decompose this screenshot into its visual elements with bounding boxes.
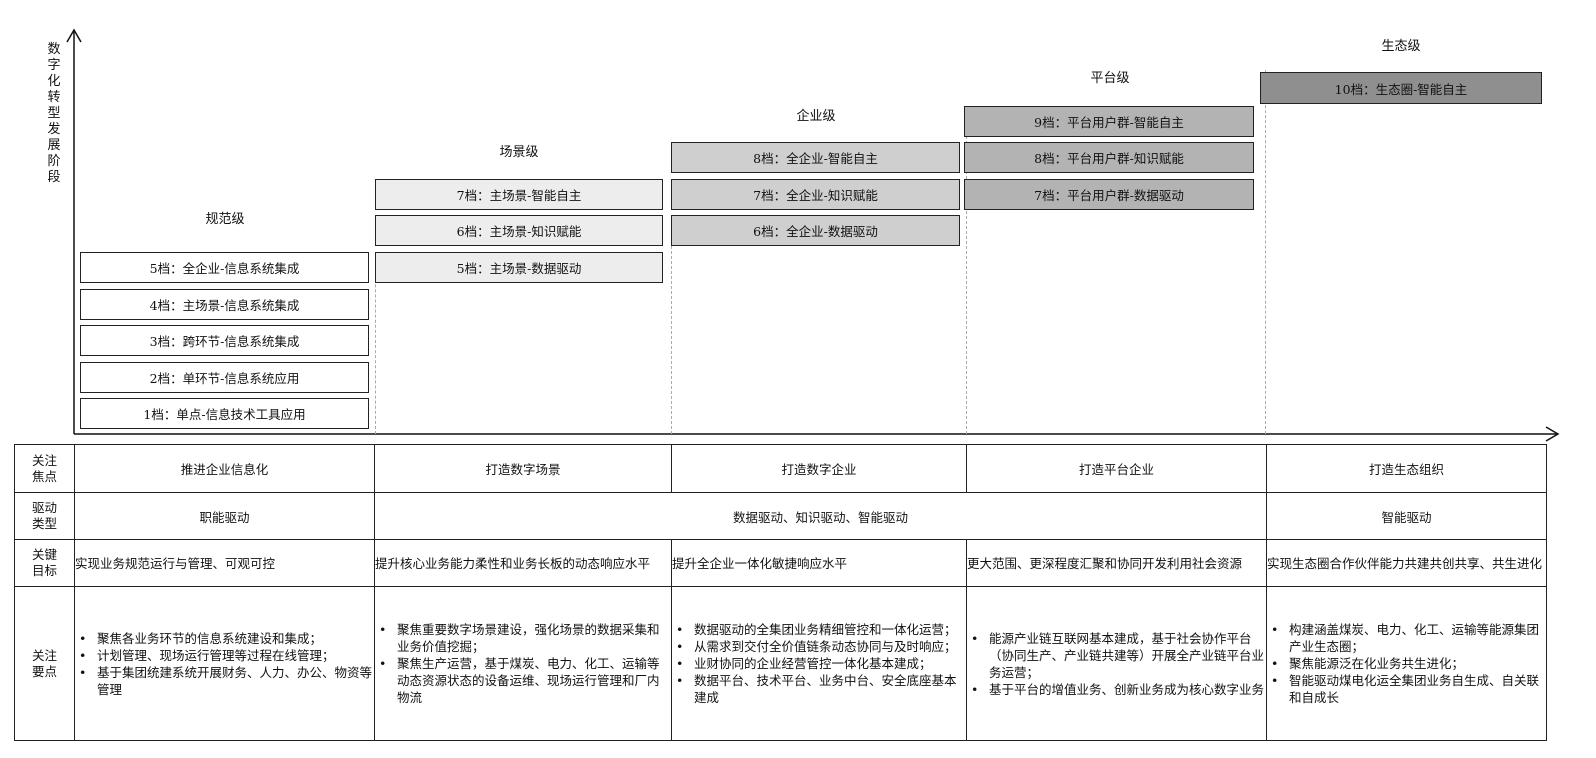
point-item: 基于平台的增值业务、创新业务成为核心数字业务 xyxy=(971,681,1266,698)
point-item: 数据平台、技术平台、业务中台、安全底座基本建成 xyxy=(676,672,966,706)
focus-cell: 打造平台企业 xyxy=(966,444,1267,493)
stage-title-platform: 平台级 xyxy=(1090,71,1130,86)
goal-cell: 实现业务规范运行与管理、可观可控 xyxy=(74,539,375,587)
point-item: 能源产业链互联网基本建成，基于社会协作平台（协同生产、产业链共建等）开展全产业链… xyxy=(971,630,1266,681)
point-item: 基于集团统建系统开展财务、人力、办公、物资等管理 xyxy=(79,664,374,698)
y-axis-label-char: 段 xyxy=(47,170,61,185)
point-item: 聚焦能源泛在化业务共生进化； xyxy=(1271,655,1546,672)
level-box-platform-9: 9档：平台用户群-智能自主 xyxy=(964,106,1254,137)
point-item: 智能驱动煤电化运全集团业务自生成、自关联和自成长 xyxy=(1271,672,1546,706)
level-box-scenario-7: 7档：主场景-智能自主 xyxy=(375,179,663,210)
stage-separator xyxy=(966,106,967,434)
point-item: 聚焦生产运营，基于煤炭、电力、化工、运输等动态资源状态的设备运维、现场运行管理和… xyxy=(379,655,671,706)
level-box-normative-5: 5档：全企业-信息系统集成 xyxy=(80,252,369,283)
level-box-enterprise-8: 8档：全企业-智能自主 xyxy=(671,142,960,173)
stage-title-enterprise: 企业级 xyxy=(796,109,836,124)
stage-title-scenario: 场景级 xyxy=(499,145,539,160)
point-item: 构建涵盖煤炭、电力、化工、运输等能源集团产业生态圈； xyxy=(1271,621,1546,655)
level-box-scenario-5: 5档：主场景-数据驱动 xyxy=(375,252,663,283)
stage-separator xyxy=(1265,70,1266,434)
row-head-drive: 驱动类型 xyxy=(14,492,75,540)
level-box-ecosystem-10: 10档：生态圈-智能自主 xyxy=(1260,72,1542,104)
row-head-goal: 关键目标 xyxy=(14,539,75,587)
drive-cell: 智能驱动 xyxy=(1266,492,1547,540)
drive-cell: 数据驱动、知识驱动、智能驱动 xyxy=(374,492,1267,540)
level-box-enterprise-7: 7档：全企业-知识赋能 xyxy=(671,179,960,210)
y-axis-label-char: 型 xyxy=(47,106,61,121)
point-item: 计划管理、现场运行管理等过程在线管理； xyxy=(79,647,374,664)
row-goal: 关键目标 实现业务规范运行与管理、可观可控 提升核心业务能力柔性和业务长板的动态… xyxy=(14,539,1547,587)
row-head-focus: 关注焦点 xyxy=(14,444,75,493)
y-axis-label-char: 转 xyxy=(47,90,61,105)
points-cell: 聚焦各业务环节的信息系统建设和集成；计划管理、现场运行管理等过程在线管理；基于集… xyxy=(74,586,375,741)
points-cell: 聚焦重要数字场景建设，强化场景的数据采集和业务价值挖掘；聚焦生产运营，基于煤炭、… xyxy=(374,586,672,741)
stage-title-ecosystem: 生态级 xyxy=(1381,39,1421,54)
level-box-normative-1: 1档：单点-信息技术工具应用 xyxy=(80,398,369,429)
y-axis-arrow xyxy=(66,28,82,43)
y-axis-label: 数字化转型发展阶段 xyxy=(44,42,64,186)
point-item: 业财协同的企业经营管控一体化基本建成； xyxy=(676,655,966,672)
level-box-enterprise-6: 6档：全企业-数据驱动 xyxy=(671,215,960,246)
level-box-platform-8: 8档：平台用户群-知识赋能 xyxy=(964,142,1254,173)
level-box-normative-3: 3档：跨环节-信息系统集成 xyxy=(80,325,369,356)
focus-cell: 打造数字场景 xyxy=(374,444,672,493)
point-item: 聚焦各业务环节的信息系统建设和集成； xyxy=(79,630,374,647)
y-axis-label-char: 数 xyxy=(47,42,61,57)
point-item: 数据驱动的全集团业务精细管控和一体化运营； xyxy=(676,621,966,638)
y-axis-label-char: 发 xyxy=(47,122,61,137)
focus-cell: 打造生态组织 xyxy=(1266,444,1547,493)
point-item: 从需求到交付全价值链条动态协同与及时响应； xyxy=(676,638,966,655)
level-box-normative-2: 2档：单环节-信息系统应用 xyxy=(80,362,369,393)
goal-cell: 更大范围、更深程度汇聚和协同开发利用社会资源 xyxy=(966,539,1267,587)
level-box-platform-7: 7档：平台用户群-数据驱动 xyxy=(964,179,1254,210)
row-focus: 关注焦点 推进企业信息化 打造数字场景 打造数字企业 打造平台企业 打造生态组织 xyxy=(14,444,1547,493)
goal-cell: 实现生态圈合作伙伴能力共建共创共享、共生进化 xyxy=(1266,539,1547,587)
points-cell: 能源产业链互联网基本建成，基于社会协作平台（协同生产、产业链共建等）开展全产业链… xyxy=(966,586,1267,741)
focus-cell: 推进企业信息化 xyxy=(74,444,375,493)
row-head-points: 关注要点 xyxy=(14,586,75,741)
stage-title-normative: 规范级 xyxy=(205,212,245,227)
goal-cell: 提升全企业一体化敏捷响应水平 xyxy=(671,539,967,587)
x-axis-arrow xyxy=(1545,426,1560,442)
y-axis-label-char: 阶 xyxy=(47,154,61,169)
y-axis-label-char: 化 xyxy=(47,74,61,89)
stage-separator xyxy=(375,254,376,434)
focus-cell: 打造数字企业 xyxy=(671,444,967,493)
stage-separator xyxy=(671,216,672,434)
drive-cell: 职能驱动 xyxy=(74,492,375,540)
point-item: 聚焦重要数字场景建设，强化场景的数据采集和业务价值挖掘； xyxy=(379,621,671,655)
goal-cell: 提升核心业务能力柔性和业务长板的动态响应水平 xyxy=(374,539,672,587)
y-axis-label-char: 字 xyxy=(47,58,61,73)
points-cell: 数据驱动的全集团业务精细管控和一体化运营；从需求到交付全价值链条动态协同与及时响… xyxy=(671,586,967,741)
axes xyxy=(66,28,1560,442)
y-axis-label-char: 展 xyxy=(47,138,61,153)
points-cell: 构建涵盖煤炭、电力、化工、运输等能源集团产业生态圈；聚焦能源泛在化业务共生进化；… xyxy=(1266,586,1547,741)
stage-characteristics-table: 关注焦点 推进企业信息化 打造数字场景 打造数字企业 打造平台企业 打造生态组织… xyxy=(14,444,1547,741)
level-box-scenario-6: 6档：主场景-知识赋能 xyxy=(375,215,663,246)
level-box-normative-4: 4档：主场景-信息系统集成 xyxy=(80,289,369,320)
row-drive: 驱动类型 职能驱动 数据驱动、知识驱动、智能驱动 智能驱动 xyxy=(14,492,1547,540)
